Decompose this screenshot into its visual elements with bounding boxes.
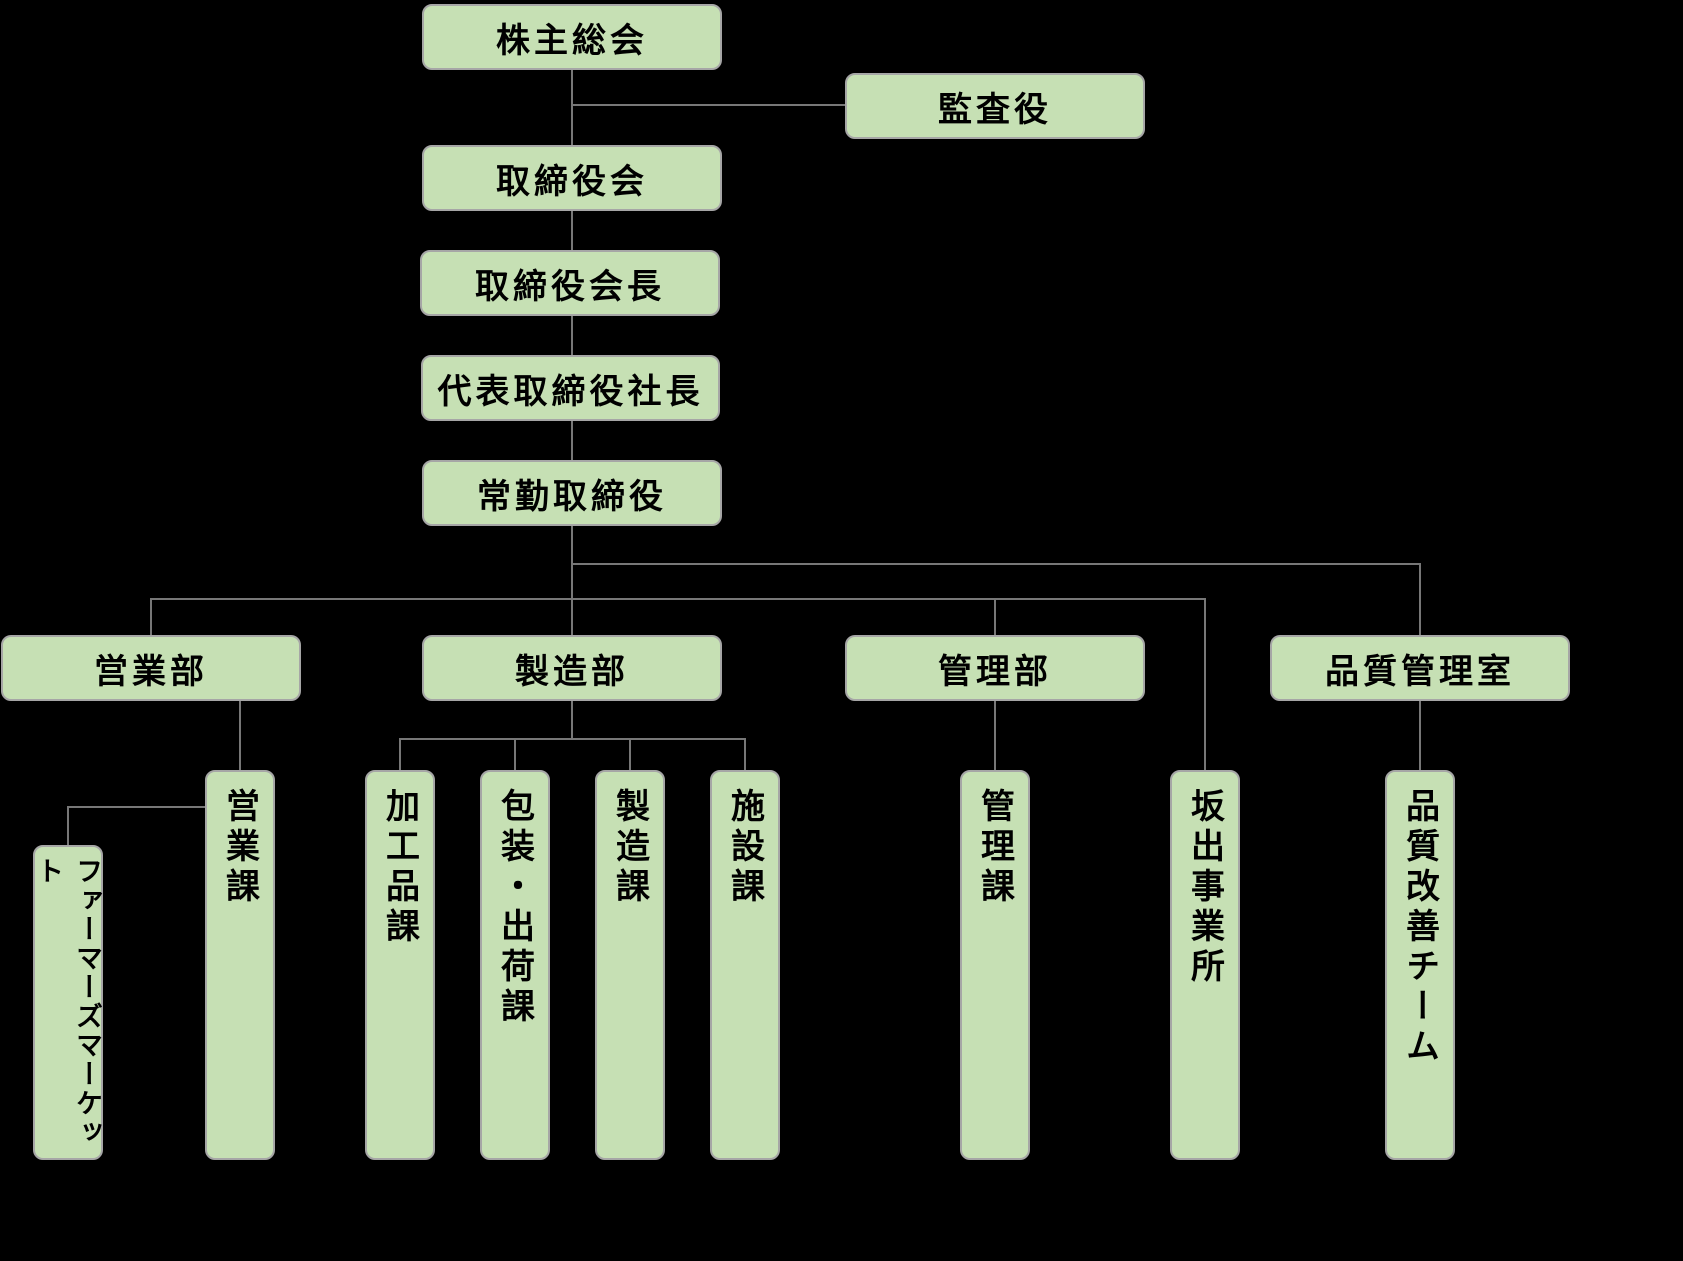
connector-v-quality-office xyxy=(1419,563,1421,635)
connector-v-facilities xyxy=(744,738,746,770)
node-sakaide-office: 坂出事業所 xyxy=(1170,770,1240,1160)
connector-mfg-down xyxy=(571,701,573,739)
connector-h-quality-branch xyxy=(571,563,1420,565)
connector-shareholders-board xyxy=(571,70,573,145)
node-facilities-section: 施設課 xyxy=(710,770,780,1160)
node-auditor: 監査役 xyxy=(845,73,1145,139)
connector-v-processed-goods xyxy=(399,738,401,770)
connector-v-packaging-shipping xyxy=(514,738,516,770)
connector-h-mfg-sections xyxy=(399,738,746,740)
connector-v-mfg-section xyxy=(629,738,631,770)
connector-h-farmers-market xyxy=(67,806,205,808)
connector-board-chairman xyxy=(571,211,573,250)
node-manufacturing-section: 製造課 xyxy=(595,770,665,1160)
node-shareholders-meeting: 株主総会 xyxy=(422,4,722,70)
connector-sales-dept-section xyxy=(239,701,241,770)
node-standing-director: 常勤取締役 xyxy=(422,460,722,526)
node-sales-section: 営業課 xyxy=(205,770,275,1160)
node-admin-section: 管理課 xyxy=(960,770,1030,1160)
connector-h-departments xyxy=(150,598,1206,600)
connector-president-standing xyxy=(571,421,573,460)
node-sales-department: 営業部 xyxy=(1,635,301,701)
connector-v-sales-dept xyxy=(150,598,152,635)
node-board-of-directors: 取締役会 xyxy=(422,145,722,211)
node-quality-improvement-team: 品質改善チーム xyxy=(1385,770,1455,1160)
connector-to-auditor xyxy=(571,104,845,106)
node-farmers-market: ファーマーズマーケット xyxy=(33,845,103,1160)
connector-v-sakaide-office xyxy=(1204,598,1206,770)
node-quality-control-office: 品質管理室 xyxy=(1270,635,1570,701)
connector-v-farmers-market xyxy=(67,806,69,845)
connector-quality-office-team xyxy=(1419,701,1421,770)
node-processed-goods-section: 加工品課 xyxy=(365,770,435,1160)
connector-standing-down xyxy=(571,526,573,635)
node-admin-department: 管理部 xyxy=(845,635,1145,701)
node-board-chairman: 取締役会長 xyxy=(420,250,720,316)
node-manufacturing-department: 製造部 xyxy=(422,635,722,701)
node-packaging-shipping-section: 包装・出荷課 xyxy=(480,770,550,1160)
node-representative-president: 代表取締役社長 xyxy=(421,355,720,421)
connector-admin-dept-section xyxy=(994,701,996,770)
connector-chairman-president xyxy=(571,316,573,355)
connector-v-admin-dept xyxy=(994,598,996,635)
